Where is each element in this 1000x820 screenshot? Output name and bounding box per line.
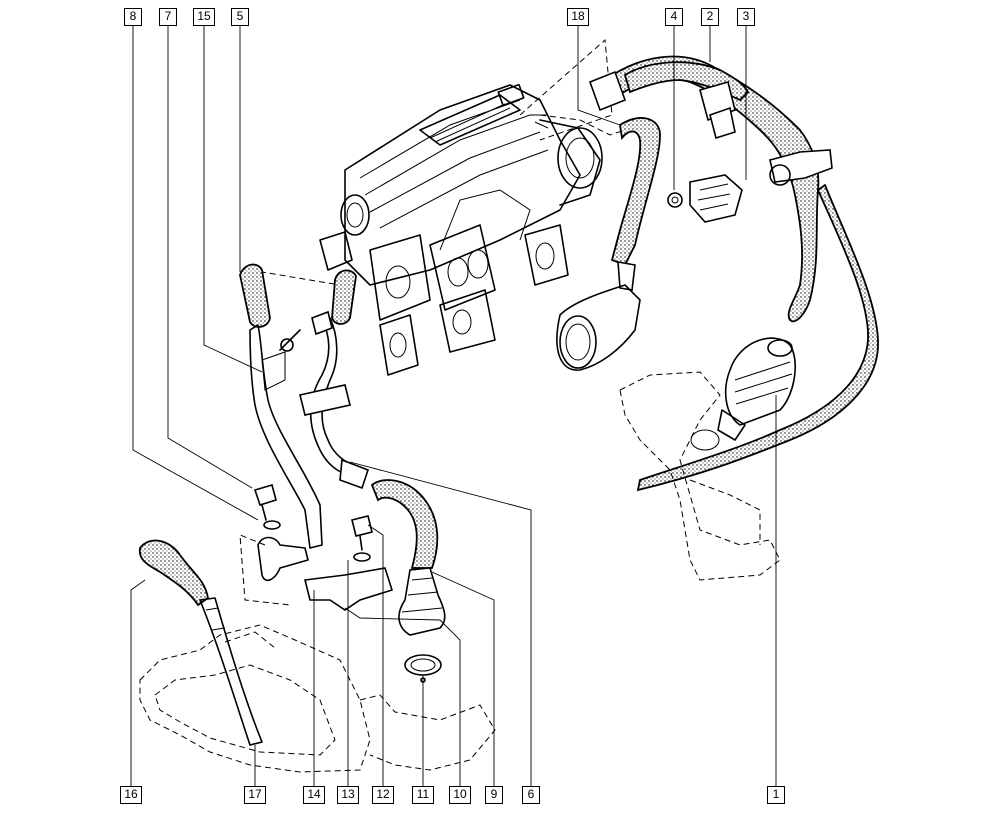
- bolt-7-washer-8: [253, 484, 281, 530]
- callout-11: 11: [412, 786, 434, 804]
- callout-10: 10: [449, 786, 471, 804]
- callout-5: 5: [231, 8, 249, 26]
- callout-1: 1: [767, 786, 785, 804]
- thermostat-housing: [398, 567, 446, 683]
- hose-5-and-15: [239, 263, 370, 549]
- callout-3: 3: [737, 8, 755, 26]
- hose-9: [370, 479, 439, 569]
- callout-2: 2: [701, 8, 719, 26]
- part-1-canister: [690, 337, 796, 451]
- bracket-14: [304, 567, 394, 611]
- callout-7: 7: [159, 8, 177, 26]
- callout-4: 4: [665, 8, 683, 26]
- callout-12: 12: [372, 786, 394, 804]
- callout-15: 15: [193, 8, 215, 26]
- bolt-13-washer-12: [351, 515, 373, 562]
- callout-9: 9: [485, 786, 503, 804]
- callout-16: 16: [120, 786, 142, 804]
- hose-16-pipe-17: [138, 539, 263, 746]
- callout-17: 17: [244, 786, 266, 804]
- callout-14: 14: [303, 786, 325, 804]
- leader-lines: [130, 26, 777, 786]
- callout-13: 13: [337, 786, 359, 804]
- upper-hose-assembly: [556, 55, 833, 371]
- engine-block: [319, 83, 603, 376]
- callout-8: 8: [124, 8, 142, 26]
- callout-6: 6: [522, 786, 540, 804]
- callout-18: 18: [567, 8, 589, 26]
